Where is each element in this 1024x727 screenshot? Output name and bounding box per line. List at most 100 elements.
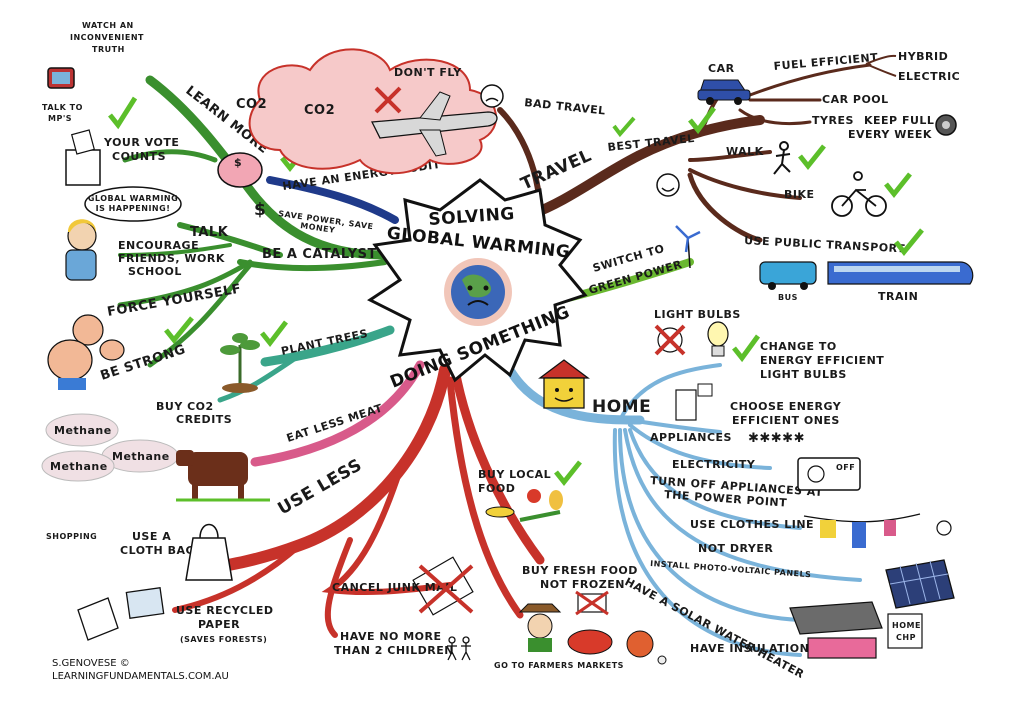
talk-mps-line-1: TALK TO (42, 103, 83, 112)
train-label: TRAIN (878, 290, 918, 303)
cross-icon (374, 86, 402, 114)
branch-learn-more (145, 75, 390, 260)
junk-mail-label: CANCEL JUNK MAIL (332, 581, 457, 594)
not-dryer-label: NOT DRYER (698, 542, 773, 555)
children-line-1: HAVE NO MORE (340, 630, 442, 643)
watch-line-1: WATCH AN (82, 21, 134, 30)
wind-turbine-icon (675, 225, 701, 269)
branch-pv (623, 428, 862, 582)
earth-icon (444, 258, 512, 326)
check-icon (894, 228, 924, 256)
car-label: CAR (708, 62, 735, 75)
fuel-label: FUEL EFFICIENT (773, 51, 879, 73)
branch-bad-travel (497, 107, 543, 208)
talk-mps-line-2: MP'S (48, 114, 72, 123)
seedling-icon (220, 333, 260, 393)
woman-icon (65, 219, 97, 281)
catalyst-title: BE A CATALYST (262, 247, 377, 262)
piggy-bank-icon: $ (217, 152, 263, 188)
bad-travel-label: BAD TRAVEL (524, 96, 607, 117)
dollar-icon: $ (254, 200, 266, 220)
children-line-2: THAN 2 CHILDREN (334, 644, 454, 657)
center-node: SOLVING GLOBAL WARMING DOING SOMETHING (367, 178, 588, 393)
food-group: BUY LOCAL FOOD BUY FRESH FOOD NOT FROZEN… (478, 460, 667, 670)
branch-clothes (628, 428, 802, 530)
paper-icon (77, 587, 165, 641)
methane-clouds (41, 413, 179, 482)
produce-icon (485, 489, 563, 522)
happy-face-icon (656, 173, 680, 197)
airplane-icon (370, 91, 498, 157)
bubble-line-2: IS HAPPENING! (96, 204, 171, 213)
branch-children (324, 537, 353, 638)
branch-plant-trees (260, 325, 395, 367)
branch-encourage (118, 243, 232, 257)
branch-bike (688, 168, 802, 200)
cfl-bulb-icon (707, 321, 729, 357)
sad-face-icon (480, 84, 504, 108)
branch-walk (688, 150, 772, 162)
branch-public (687, 172, 763, 243)
cloth-bag-line-2: CLOTH BAG (120, 544, 195, 557)
crossed-bulb-icon (654, 324, 686, 356)
crossed-frozen-icon (575, 590, 609, 616)
speech-bubble (84, 186, 182, 222)
check-icon (164, 316, 194, 344)
check-icon (798, 144, 826, 171)
pv-label: INSTALL PHOTO-VOLTAIC PANELS (650, 559, 812, 579)
check-icon (884, 172, 912, 199)
branch-force (117, 259, 253, 308)
star-rating: ✱✱✱✱✱ (748, 431, 805, 446)
branch-talk (177, 222, 283, 258)
hybrid-label: HYBRID (898, 50, 948, 63)
branch-appliances (628, 418, 722, 434)
branch-solar-water (618, 428, 802, 622)
watch-line-2: INCONVENIENT (70, 33, 144, 42)
clothes-line-label: USE CLOTHES LINE (690, 518, 814, 531)
farmers-label: GO TO FARMERS MARKETS (494, 661, 624, 670)
travel-group: DON'T FLY CO2 CO2 BAD TRAVEL TRAVEL BEST… (236, 48, 974, 303)
home-group: HOME LIGHT BULBS CHANGE TO ENERGY EFFICI… (538, 308, 955, 681)
appliances-label: APPLIANCES (650, 431, 732, 444)
family-icon (447, 636, 471, 661)
chp-box-icon: HOME CHP (887, 613, 923, 649)
clothes-line-icon (803, 513, 952, 548)
bus-icon (759, 261, 817, 290)
bus-label: BUS (778, 293, 798, 302)
strongman-icon (47, 314, 125, 390)
buy-local-line-2: FOOD (478, 482, 515, 495)
credit-line-1: S.GENOVESE © (52, 658, 130, 669)
methane-2: Methane (112, 450, 170, 463)
fuel-fork (865, 54, 897, 77)
public-label: USE PUBLIC TRANSPORT (744, 234, 906, 255)
branch-fuel (748, 63, 872, 97)
branch-recycled (172, 542, 303, 613)
recycled-line-3: (SAVES FORESTS) (180, 635, 267, 644)
insulation-icon (807, 637, 877, 659)
bike-icon (831, 171, 887, 217)
methane-1: Methane (54, 424, 112, 437)
ballot-box-icon (65, 129, 101, 186)
tv-icon (47, 67, 75, 89)
credit: S.GENOVESE © LEARNINGFUNDAMENTALS.COM.AU (52, 658, 229, 682)
fresh-food-line-2: NOT FROZEN (540, 578, 625, 591)
branch-insulation (612, 428, 802, 657)
credit-line-2: LEARNINGFUNDAMENTALS.COM.AU (52, 671, 229, 682)
power-point-icon: OFF (797, 457, 861, 491)
branch-catalyst (237, 259, 388, 271)
car-icon (697, 79, 751, 105)
check-icon (612, 116, 636, 138)
change-line-1: CHANGE TO (760, 340, 837, 353)
branch-use-less (194, 364, 451, 576)
solar-water-label: HAVE A SOLAR WATER HEATER (623, 575, 807, 681)
fridge-icon (675, 383, 713, 421)
check-icon (108, 96, 138, 130)
vote-line-1: YOUR VOTE (103, 136, 179, 149)
encourage-line-2: FRIENDS, WORK (118, 252, 225, 265)
vote-line-2: COUNTS (112, 150, 166, 163)
branch-lines (117, 63, 872, 657)
light-bulbs-label: LIGHT BULBS (654, 308, 741, 321)
walk-label: WALK (726, 145, 764, 158)
branch-eat-less-meat (250, 360, 425, 467)
